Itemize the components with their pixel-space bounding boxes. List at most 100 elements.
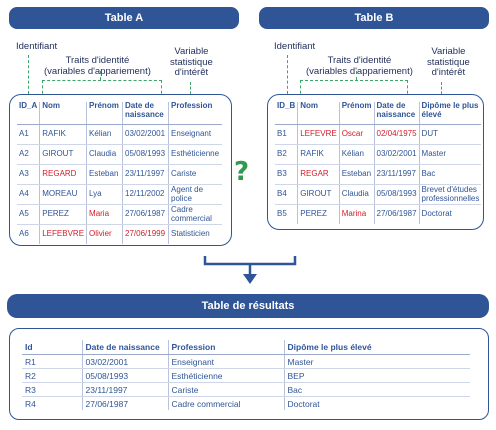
cell-date: 03/02/2001 bbox=[374, 144, 420, 165]
question-mark-icon: ? bbox=[234, 157, 250, 187]
table-header-row: Id Date de naissance Profession Dipôme l… bbox=[22, 340, 470, 355]
column-header: Prénom bbox=[339, 101, 375, 125]
cell-nom: REGAR bbox=[297, 164, 340, 185]
column-header: Date de naissance bbox=[82, 340, 169, 355]
column-header: Nom bbox=[39, 101, 88, 125]
result-cell: Cariste bbox=[168, 382, 285, 397]
cell-nom: GIROUT bbox=[297, 184, 340, 205]
cell-nom: RAFIK bbox=[297, 144, 340, 165]
cell-date: 05/08/1993 bbox=[122, 144, 170, 165]
column-header: Id bbox=[22, 340, 83, 355]
result-cell: 03/02/2001 bbox=[82, 354, 169, 369]
traits-label-b-line1: Traits d'identité bbox=[327, 55, 392, 66]
cell-prenom: Kélian bbox=[86, 124, 124, 145]
dashed-connector bbox=[441, 82, 442, 99]
variable-label-a-line1: Variable bbox=[174, 46, 209, 57]
result-cell: BEP bbox=[284, 368, 470, 383]
column-header: Date de naissance bbox=[374, 101, 420, 125]
cell-var: Enseignant bbox=[168, 124, 222, 145]
cell-id: B5 bbox=[275, 204, 299, 224]
cell-nom: PEREZ bbox=[297, 204, 340, 224]
table-a-title: Table A bbox=[9, 7, 239, 29]
dashed-connector bbox=[300, 80, 408, 99]
column-header: Date de naissance bbox=[122, 101, 170, 125]
column-header: Dipôme le plus élevé bbox=[419, 101, 482, 125]
column-header: ID_B bbox=[275, 101, 299, 125]
column-header: Profession bbox=[168, 101, 222, 125]
identifiant-label-a: Identifiant bbox=[16, 41, 58, 52]
variable-label-b-line2: statistique bbox=[427, 56, 470, 68]
variable-label-b-line3: d'intérêt bbox=[431, 67, 466, 79]
cell-id: B1 bbox=[275, 124, 299, 145]
dashed-connector bbox=[100, 71, 101, 80]
cell-prenom: Maria bbox=[86, 204, 124, 225]
cell-date: 23/11/1997 bbox=[374, 164, 420, 185]
column-header: ID_A bbox=[17, 101, 41, 125]
down-arrow-icon bbox=[203, 256, 297, 284]
cell-prenom: Esteban bbox=[86, 164, 124, 185]
cell-var: Master bbox=[419, 144, 482, 165]
result-cell: R2 bbox=[22, 368, 83, 383]
traits-label-a-line1: Traits d'identité bbox=[65, 55, 130, 66]
cell-id: A1 bbox=[17, 124, 41, 145]
table-b: ID_B Nom Prénom Date de naissance Dipôme… bbox=[275, 101, 482, 224]
traits-label-a: Traits d'identité (variables d'apparieme… bbox=[44, 55, 151, 77]
cell-prenom: Olivier bbox=[86, 224, 124, 244]
variable-label-a: Variable statistique d'intérêt bbox=[170, 46, 213, 79]
cell-id: B4 bbox=[275, 184, 299, 205]
cell-prenom: Lya bbox=[86, 184, 124, 205]
cell-var: DUT bbox=[419, 124, 482, 145]
result-cell: Master bbox=[284, 354, 470, 369]
cell-id: A6 bbox=[17, 224, 41, 244]
column-header: Prénom bbox=[86, 101, 124, 125]
cell-date: 27/06/1999 bbox=[122, 224, 170, 244]
variable-label-a-line2: statistique bbox=[170, 56, 213, 68]
traits-label-b: Traits d'identité (variables d'apparieme… bbox=[306, 55, 413, 77]
dashed-connector bbox=[190, 82, 191, 99]
result-cell: R3 bbox=[22, 382, 83, 397]
dashed-connector bbox=[42, 80, 162, 99]
cell-date: 27/06/1987 bbox=[122, 204, 170, 225]
cell-var: Doctorat bbox=[421, 209, 452, 219]
cell-var: Cadre commercial bbox=[168, 204, 222, 225]
cell-var: Esthéticienne bbox=[168, 144, 222, 165]
dashed-connector bbox=[28, 55, 29, 99]
cell-var: Statisticien bbox=[171, 229, 210, 239]
cell-prenom: Kélian bbox=[339, 144, 375, 165]
column-header: Profession bbox=[168, 340, 285, 355]
cell-nom: LEFEBVRE bbox=[39, 224, 88, 244]
dashed-connector bbox=[287, 55, 288, 99]
cell-nom: MOREAU bbox=[39, 184, 88, 205]
column-header: Dipôme le plus élevé bbox=[284, 340, 470, 355]
result-cell: Doctorat bbox=[287, 398, 320, 409]
cell-nom: LEFEVRE bbox=[297, 124, 340, 145]
identifiant-label-b: Identifiant bbox=[274, 41, 316, 52]
column-header: Nom bbox=[297, 101, 340, 125]
cell-var: Bac bbox=[419, 164, 482, 185]
cell-id: A5 bbox=[17, 204, 41, 225]
cell-nom: PEREZ bbox=[39, 204, 88, 225]
result-cell: 05/08/1993 bbox=[82, 368, 169, 383]
cell-nom: RAFIK bbox=[39, 124, 88, 145]
cell-prenom: Marina bbox=[339, 204, 375, 224]
result-cell: Cadre commercial bbox=[168, 396, 285, 410]
result-cell: 27/06/1987 bbox=[82, 396, 169, 410]
result-cell: R4 bbox=[22, 396, 83, 410]
result-cell: Esthéticienne bbox=[168, 368, 285, 383]
cell-var: Cariste bbox=[168, 164, 222, 185]
cell-date: 12/11/2002 bbox=[122, 184, 170, 205]
cell-id: A2 bbox=[17, 144, 41, 165]
cell-id: A3 bbox=[17, 164, 41, 185]
